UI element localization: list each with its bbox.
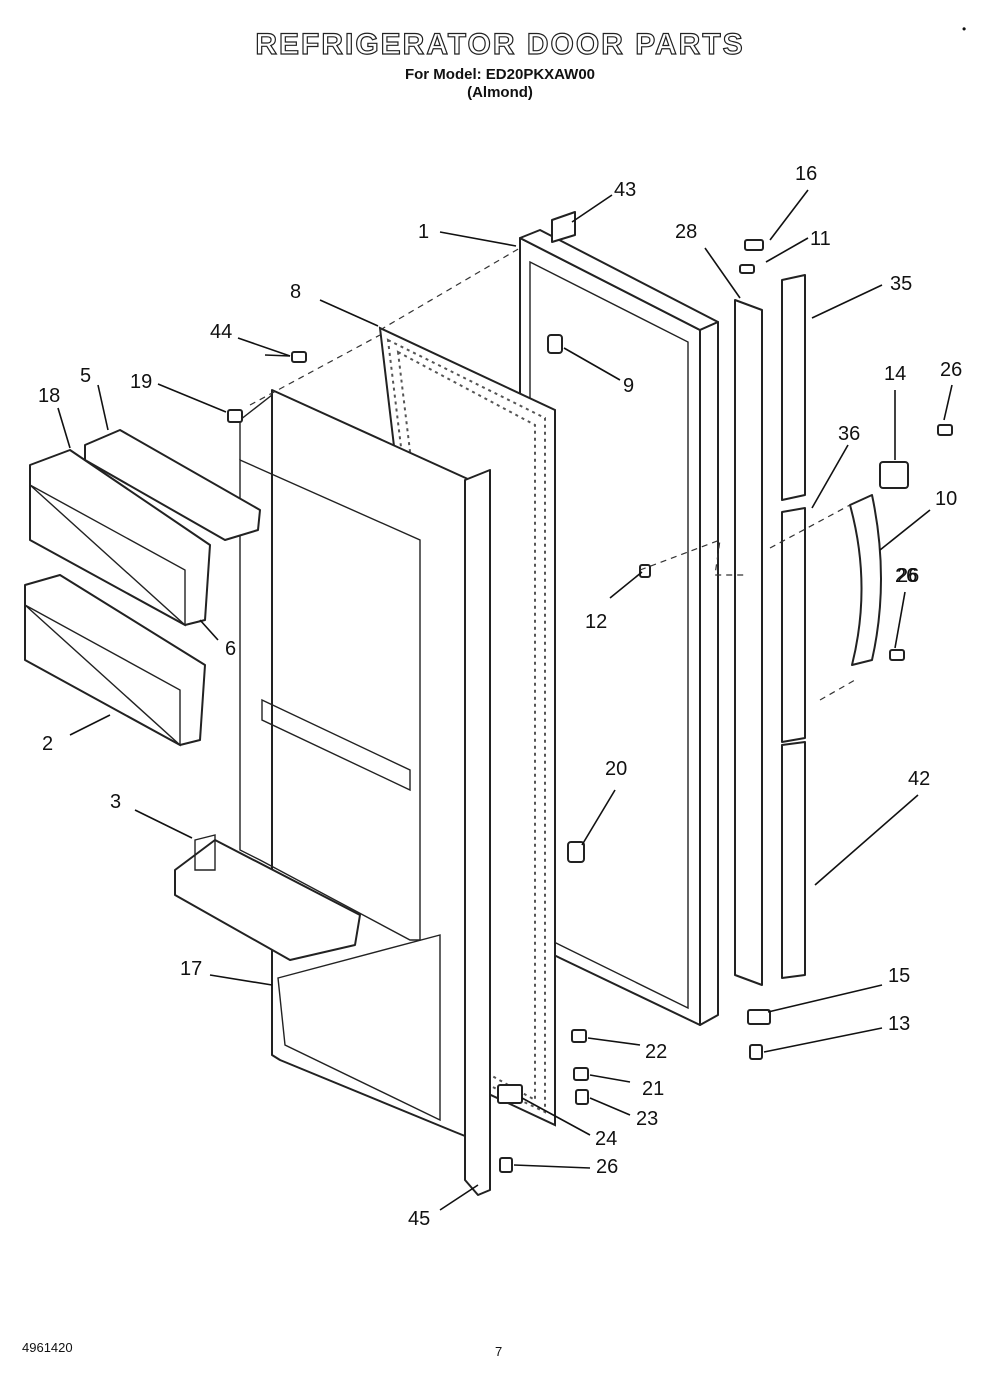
lower-shelf-bin [24,574,206,747]
callout-label: 10 [935,488,957,510]
middle-handle-trim [781,507,806,743]
callout-label: 3 [110,791,121,813]
door-rack [174,834,361,961]
callout-label: 17 [180,958,202,980]
callout-label: 42 [908,768,930,790]
callout-label: 1 [418,221,429,243]
callout-label: 19 [130,371,152,393]
callout-label: 16 [795,163,817,185]
page-title: REFRIGERATOR DOOR PARTS [255,27,745,61]
assembly-lines [249,247,856,701]
shelf-rail [84,429,261,541]
callout-label: 23 [636,1108,658,1130]
hardware-pieces [227,211,953,1173]
door-liner [239,389,471,1139]
callout-label: 9 [623,375,634,397]
callout-label: 2 [42,733,53,755]
page-number: 7 [495,1344,503,1359]
callout-label: 18 [38,385,60,407]
callout-label: 44 [210,321,232,343]
liner-strip [464,469,491,1196]
callout-label: 26 [897,565,919,587]
callout-leaders [57,189,953,1211]
lower-handle-trim [781,741,806,979]
callout-label: 13 [888,1013,910,1035]
callout-label: 43 [614,179,636,201]
callout-label: 20 [605,758,627,780]
model-line: For Model: ED20PKXAW00 [404,66,596,83]
callout-label: 14 [884,363,906,385]
callout-label: 5 [80,365,91,387]
callout-label: 28 [675,221,697,243]
callout-label: 21 [642,1078,664,1100]
callout-label: 22 [645,1041,667,1063]
corner-mark: • [962,22,967,36]
callout-labels: 1 2 3 5 6 8 9 10 11 12 13 14 15 16 17 18… [38,163,962,1230]
callout-label: 45 [408,1208,430,1230]
drawing-number: 4961420 [22,1340,73,1355]
callout-label: 24 [595,1128,617,1150]
callout-label: 36 [838,423,860,445]
color-line: (Almond) [467,84,533,101]
model-info: For Model: ED20PKXAW00 (Almond) [0,66,1000,102]
callout-label: 15 [888,965,910,987]
callout-label: 12 [585,611,607,633]
callout-label: 11 [810,228,831,250]
outer-door-panel [519,229,719,1026]
callout-label: 8 [290,281,301,303]
callout-label: 26 [596,1156,618,1178]
upper-handle-trim [781,274,806,501]
callout-label: 26 [895,565,917,587]
door-trim-strip [734,299,763,986]
callout-label: 26 [940,359,962,381]
door-handle [849,494,882,666]
upper-shelf-bin [29,449,211,627]
callout-label: 6 [225,638,236,660]
callout-label: 35 [890,273,912,295]
